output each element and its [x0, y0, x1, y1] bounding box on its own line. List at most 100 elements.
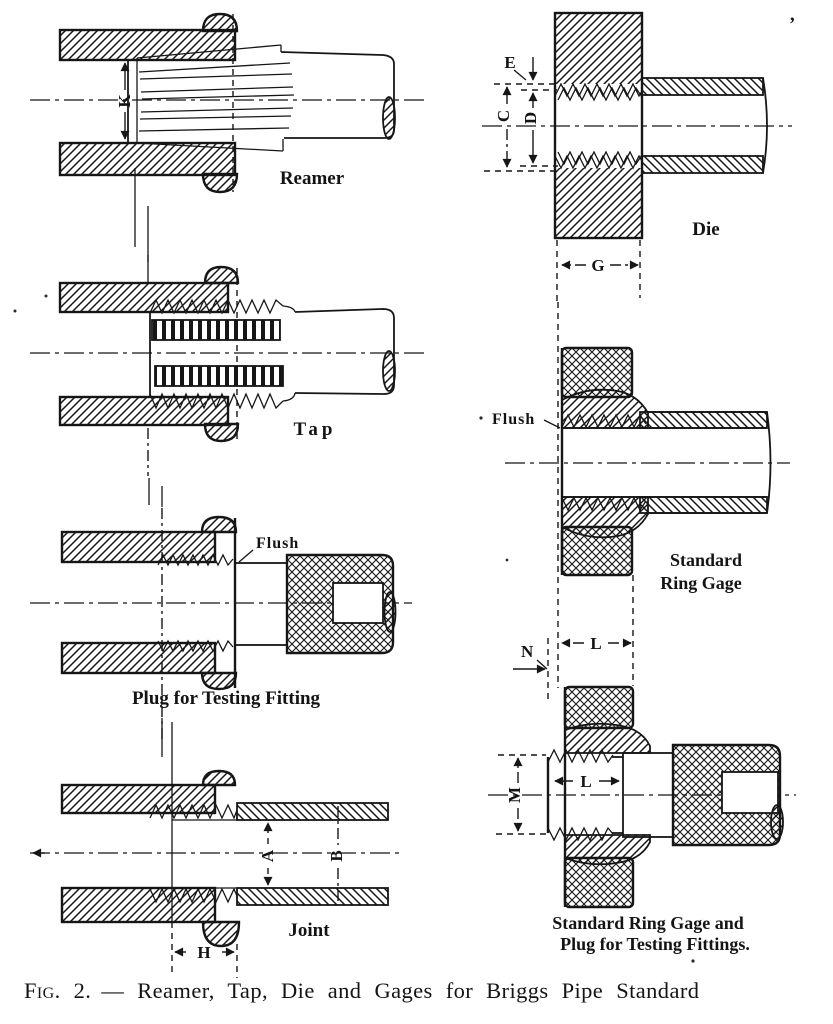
tap-coupling-bottom-wall	[58, 395, 230, 427]
reamer-collar-bottom	[201, 172, 239, 194]
scan-specks	[13, 294, 695, 963]
tap-drawing: Tap	[30, 255, 428, 476]
ring-gage-label-line1: Standard	[670, 550, 742, 570]
ring-gage-plug-drawing: L N M L Standard Ring Gage and Plug for …	[488, 634, 796, 954]
joint-thread-top	[149, 803, 238, 820]
plug-coupling-bottom-wall	[60, 641, 217, 675]
ring-gage-knurl-bottom	[560, 525, 634, 577]
die-label: Die	[692, 219, 719, 240]
ring-plug-knurl-bottom	[563, 856, 635, 909]
joint-collar-bottom	[201, 920, 241, 948]
reamer-label: Reamer	[280, 168, 345, 189]
scan-speck	[13, 309, 17, 313]
dim-c-label: C	[494, 110, 513, 122]
die-thread-bottom2	[557, 150, 643, 166]
scan-speck	[505, 558, 509, 562]
plug-collar-top	[200, 515, 238, 534]
die-thread-top2	[557, 86, 643, 102]
joint-collar-top	[201, 769, 237, 787]
die-thread-bottom	[554, 154, 643, 170]
plug2-handle-notch	[721, 771, 779, 814]
dim-k-label: K	[115, 94, 134, 108]
dim-e-leader	[513, 69, 527, 81]
joint-pipe-bottom-wall	[236, 887, 389, 906]
plug-thread-bottom	[157, 639, 234, 653]
die-drawing: E C D G Die ’	[482, 11, 795, 302]
ring-gage-flush-label: Flush	[492, 411, 535, 428]
tap-thread-bottom	[149, 392, 284, 410]
dim-d-label: D	[521, 112, 540, 124]
scan-speck	[44, 294, 48, 298]
ring-plug-label-line1: Standard Ring Gage and	[552, 913, 744, 933]
plug-collar-bottom	[200, 671, 238, 691]
reamer-collar-top	[201, 12, 239, 33]
reamer-coupling-bottom-wall	[58, 141, 237, 177]
tap-shank	[294, 308, 395, 395]
tap-thread-top	[149, 298, 284, 315]
scan-speck	[691, 959, 695, 963]
die-pipe-bottom-wall	[641, 155, 764, 174]
tap-shank-break	[382, 350, 396, 392]
joint-coupling-top-wall	[60, 783, 217, 815]
dim-h-label: H	[197, 943, 210, 962]
ring-gage-pipe-top-wall	[639, 411, 768, 429]
reamer-flutes	[136, 44, 295, 152]
reamer-shank-break	[382, 96, 396, 140]
reamer-drawing: K Reamer	[30, 12, 428, 262]
plug-flush-label: Flush	[256, 535, 299, 552]
joint-drawing: A B H Joint	[30, 718, 400, 978]
dim-g-label: G	[591, 256, 604, 275]
tap-coupling-top-wall	[58, 281, 230, 314]
ring-gage-label-line2: Ring Gage	[660, 573, 742, 593]
ring-gage-drawing: Flush Standard Ring Gage	[492, 302, 790, 688]
plug2-handle-break	[770, 804, 784, 840]
ring-gage-thread-bottom	[561, 496, 647, 512]
die-pipe-break	[762, 77, 768, 174]
figure-caption-number: Fig. 2.	[24, 978, 92, 1003]
dim-m-label: M	[505, 787, 524, 803]
ring-plug-collar-top	[564, 722, 651, 754]
ring-gage-flush-leader	[543, 419, 561, 429]
die-flange-top-hatch	[555, 13, 642, 84]
plug-handle-notch	[332, 582, 384, 624]
figure-caption-text: — Reamer, Tap, Die and Gages for Briggs …	[101, 978, 700, 1003]
tap-body-transition	[282, 305, 296, 402]
dim-b-label: B	[327, 850, 346, 861]
die-flange-outline	[553, 11, 644, 240]
tap-teeth-row-top	[151, 319, 281, 341]
ring-gage-collar-top	[561, 388, 649, 429]
ring-plug-label-line2: Plug for Testing Fittings.	[560, 934, 750, 954]
tap-label: Tap	[294, 419, 337, 440]
dim-a-label: A	[258, 849, 277, 862]
ring-gage-pipe-bottom-wall	[639, 496, 768, 514]
plug-flush-leader	[238, 549, 254, 563]
joint-pipe-top-wall	[236, 802, 389, 821]
tap-collar-top	[203, 265, 240, 285]
die-thread-top	[554, 82, 643, 98]
plug-drawing: Flush Plug for Testing Fitting	[30, 478, 412, 740]
tap-teeth-row-bottom	[154, 365, 284, 387]
joint-thread-bottom	[149, 887, 238, 904]
plug-handle-break	[383, 591, 397, 633]
dim-l-inner-label: L	[580, 772, 591, 791]
ring-gage-thread-top	[561, 413, 647, 429]
die-flange-bottom-hatch	[555, 168, 642, 238]
reamer-shank	[280, 51, 395, 139]
ring-gage-pipe-break	[766, 411, 772, 514]
reamer-coupling-top-wall	[58, 28, 237, 62]
ring-plug-thread-top	[547, 748, 614, 764]
stray-mark: ’	[789, 14, 795, 35]
plug-neck	[234, 562, 288, 646]
joint-label: Joint	[288, 920, 330, 941]
scan-speck	[479, 416, 483, 420]
die-pipe-top-wall	[641, 77, 764, 96]
ring-plug-knurl-top	[563, 685, 635, 730]
plug-label: Plug for Testing Fitting	[132, 688, 321, 709]
dim-n-leader	[536, 659, 548, 670]
dim-n-label: N	[521, 642, 534, 661]
tap-collar-bottom	[203, 422, 240, 443]
figure-caption: Fig. 2. — Reamer, Tap, Die and Gages for …	[24, 978, 819, 1004]
joint-coupling-bottom-wall	[60, 886, 217, 924]
